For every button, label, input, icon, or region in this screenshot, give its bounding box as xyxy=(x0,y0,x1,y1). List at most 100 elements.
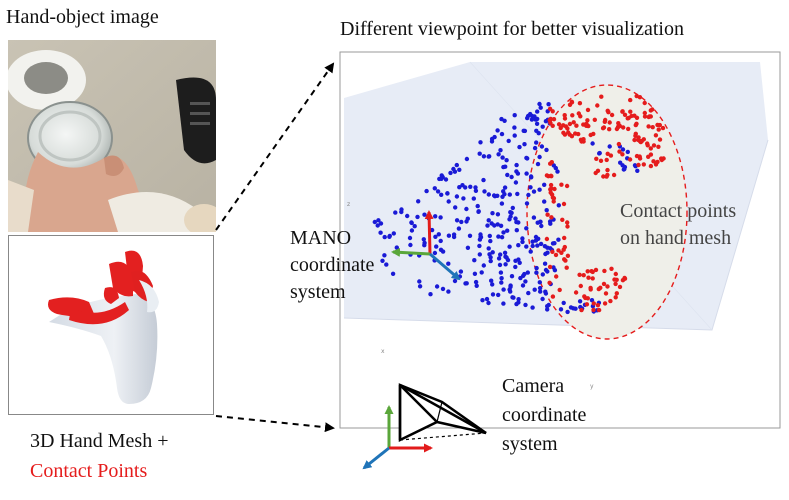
point-cloud-dot xyxy=(476,209,481,214)
point-cloud-dot xyxy=(539,144,545,149)
point-cloud-dot xyxy=(535,161,541,167)
point-cloud-dot xyxy=(538,219,543,224)
point-cloud-dot xyxy=(495,222,500,227)
point-cloud-dot xyxy=(415,214,420,220)
point-cloud-dot xyxy=(439,192,444,197)
point-cloud-dot xyxy=(545,304,550,309)
point-cloud-dot xyxy=(501,230,506,235)
point-cloud-dot xyxy=(543,291,549,296)
point-cloud-dot xyxy=(454,162,459,168)
point-cloud-dot xyxy=(505,257,511,263)
point-cloud-dot xyxy=(657,137,663,142)
point-cloud-dot xyxy=(530,243,535,249)
point-cloud-dot xyxy=(548,116,553,122)
point-cloud-dot xyxy=(520,239,525,245)
point-cloud-dot xyxy=(579,307,584,313)
point-cloud-dot xyxy=(522,142,527,147)
point-cloud-dot xyxy=(530,239,535,244)
point-cloud-dot xyxy=(545,250,550,255)
point-cloud-dot xyxy=(498,223,504,228)
point-cloud-dot xyxy=(642,100,647,106)
point-cloud-dot xyxy=(553,252,559,258)
point-cloud-dot xyxy=(432,250,438,256)
point-cloud-dot xyxy=(597,150,602,156)
point-cloud-dot xyxy=(540,272,545,277)
point-cloud-dot xyxy=(520,236,525,241)
point-cloud-dot xyxy=(605,167,610,173)
point-cloud-dot xyxy=(507,244,512,249)
point-cloud-dot xyxy=(590,276,595,281)
point-cloud-dot xyxy=(529,175,534,180)
point-cloud-dot xyxy=(533,117,538,122)
point-cloud-dot xyxy=(578,283,583,289)
point-cloud-dot xyxy=(552,186,557,192)
point-cloud-dot xyxy=(512,125,517,130)
mano-coordinate-label: MANO coordinate system xyxy=(290,225,374,306)
point-cloud-dot xyxy=(634,115,640,121)
point-cloud-dot xyxy=(509,210,514,216)
point-cloud-dot xyxy=(537,285,543,291)
point-cloud-dot xyxy=(549,215,554,220)
point-cloud-dot xyxy=(571,306,576,311)
point-cloud-dot xyxy=(463,281,468,286)
point-cloud-dot xyxy=(605,172,610,178)
point-cloud-dot xyxy=(577,101,583,106)
point-cloud-dot xyxy=(628,109,633,114)
point-cloud-dot xyxy=(616,141,622,147)
point-cloud-dot xyxy=(591,307,596,313)
point-cloud-dot xyxy=(561,130,566,135)
point-cloud-dot xyxy=(570,113,575,118)
point-cloud-dot xyxy=(598,158,604,163)
point-cloud-dot xyxy=(512,113,517,118)
point-cloud-dot xyxy=(481,263,486,268)
point-cloud-dot xyxy=(446,199,451,204)
point-cloud-dot xyxy=(429,227,435,233)
point-cloud-dot xyxy=(594,156,599,161)
mano-label-line2: coordinate xyxy=(290,254,375,276)
point-cloud-dot xyxy=(634,93,639,99)
point-cloud-dot xyxy=(491,193,497,198)
point-cloud-dot xyxy=(387,234,392,239)
point-cloud-dot xyxy=(486,246,491,251)
point-cloud-dot xyxy=(550,123,555,128)
point-cloud-dot xyxy=(454,194,460,199)
point-cloud-dot xyxy=(501,301,506,306)
point-cloud-dot xyxy=(567,121,573,127)
mano-label-line1: MANO xyxy=(290,227,352,249)
point-cloud-dot xyxy=(535,109,540,114)
point-cloud-dot xyxy=(647,114,652,119)
point-cloud-dot xyxy=(544,208,549,213)
point-cloud-dot xyxy=(375,223,380,228)
point-cloud-dot xyxy=(526,290,531,296)
point-cloud-dot xyxy=(496,256,502,261)
point-cloud-dot xyxy=(585,118,590,123)
point-cloud-dot xyxy=(487,154,492,159)
point-cloud-dot xyxy=(464,206,469,212)
point-cloud-dot xyxy=(560,217,565,222)
hand-mesh-illustration xyxy=(48,250,159,404)
point-cloud-dot xyxy=(546,102,551,107)
point-cloud-dot xyxy=(548,161,553,166)
point-cloud-dot xyxy=(548,221,553,226)
point-cloud-dot xyxy=(524,171,529,176)
point-cloud-dot xyxy=(505,228,510,233)
point-cloud-dot xyxy=(498,270,504,275)
point-cloud-dot xyxy=(372,219,377,225)
point-cloud-dot xyxy=(434,244,439,249)
point-cloud-dot xyxy=(593,170,598,176)
point-cloud-dot xyxy=(605,284,610,289)
point-cloud-dot xyxy=(574,123,579,128)
point-cloud-dot xyxy=(542,199,547,204)
point-cloud-dot xyxy=(565,309,570,315)
point-cloud-dot xyxy=(548,190,553,195)
point-cloud-dot xyxy=(547,280,552,285)
point-cloud-dot xyxy=(537,101,542,107)
point-cloud-dot xyxy=(384,262,389,267)
point-cloud-dot xyxy=(405,213,410,219)
point-cloud-dot xyxy=(657,122,662,128)
point-cloud-dot xyxy=(616,124,621,129)
point-cloud-dot xyxy=(585,269,590,274)
point-cloud-dot xyxy=(583,295,588,301)
point-cloud-dot xyxy=(513,216,518,221)
point-cloud-dot xyxy=(515,191,520,197)
